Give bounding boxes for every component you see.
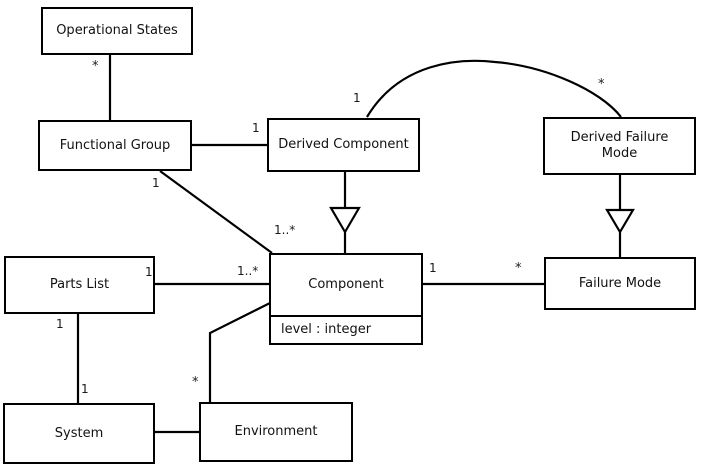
multiplicity-derived-component-end: 1 bbox=[252, 121, 260, 135]
class-box-environment[interactable]: Environment bbox=[199, 402, 353, 462]
class-box-parts-list[interactable]: Parts List bbox=[4, 256, 155, 314]
connector-functional-group-component bbox=[159, 170, 273, 254]
multiplicity-arc-derived-component-end: 1 bbox=[353, 91, 361, 105]
connector-environment-component bbox=[208, 302, 271, 402]
class-name-environment: Environment bbox=[234, 424, 318, 440]
connector-derived-component-derived-failure-mode bbox=[366, 59, 622, 118]
multiplicity-parts-list-system-target: 1 bbox=[81, 382, 89, 396]
multiplicity-parts-list-system-source: 1 bbox=[56, 317, 64, 331]
class-name-derived-failure-mode: Derived Failure Mode bbox=[570, 130, 669, 161]
class-name-system: System bbox=[54, 425, 104, 441]
class-box-failure-mode[interactable]: Failure Mode bbox=[544, 257, 696, 310]
class-box-system[interactable]: System bbox=[3, 403, 155, 464]
multiplicity-parts-list-component-end: 1..* bbox=[237, 264, 259, 278]
multiplicity-component-failure-mode-source: 1 bbox=[429, 261, 437, 275]
class-box-functional-group[interactable]: Functional Group bbox=[38, 120, 192, 171]
class-name-derived-component: Derived Component bbox=[278, 137, 409, 153]
class-box-derived-component[interactable]: Derived Component bbox=[267, 118, 420, 172]
class-name-functional-group: Functional Group bbox=[59, 137, 171, 153]
class-attribute-component-level: level : integer bbox=[271, 315, 421, 343]
class-name-failure-mode: Failure Mode bbox=[578, 275, 662, 291]
class-box-derived-failure-mode[interactable]: Derived Failure Mode bbox=[543, 117, 696, 175]
hollow-triangle-icon-derived-failure-mode bbox=[605, 208, 635, 235]
class-name-component: Component bbox=[308, 277, 384, 293]
class-name-parts-list: Parts List bbox=[49, 277, 110, 293]
class-box-operational-states[interactable]: Operational States bbox=[41, 7, 193, 55]
multiplicity-parts-list-end: 1 bbox=[145, 265, 153, 279]
multiplicity-operational-states-end: * bbox=[92, 59, 99, 74]
multiplicity-arc-derived-failure-mode-end: * bbox=[598, 77, 605, 92]
hollow-triangle-icon-derived-component bbox=[329, 206, 361, 235]
class-name-operational-states: Operational States bbox=[56, 23, 178, 39]
class-box-component[interactable]: Component level : integer bbox=[269, 253, 423, 345]
multiplicity-functional-group-component-source: 1 bbox=[152, 176, 160, 190]
multiplicity-environment-component-end: * bbox=[192, 375, 199, 390]
multiplicity-component-failure-mode-target: * bbox=[515, 261, 522, 276]
multiplicity-functional-group-component-target: 1..* bbox=[274, 223, 296, 237]
